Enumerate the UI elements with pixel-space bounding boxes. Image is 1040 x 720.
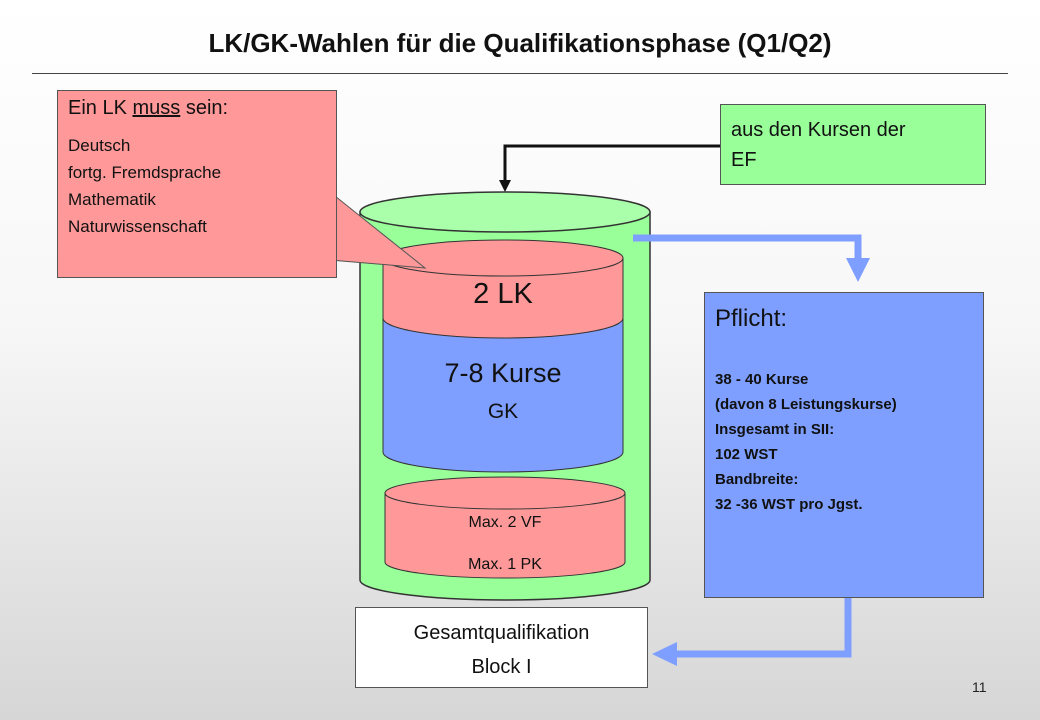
ef-arrow (499, 144, 720, 192)
lk-item: fortg. Fremdsprache (68, 163, 222, 182)
pflicht-line: 102 WST (715, 446, 778, 463)
ef-source-box: aus den Kursen der EF (720, 104, 986, 185)
vf-label: Max. 2 VF (469, 514, 542, 531)
pflicht-arrow (633, 234, 870, 282)
title-divider (32, 73, 1008, 74)
gesamtqualifikation-box: Gesamtqualifikation Block I (355, 607, 648, 688)
lk-callout-box: Ein LK muss sein: Deutsch fortg. Fremdsp… (57, 90, 337, 278)
lk-callout-heading: Ein LK muss sein: (68, 97, 326, 120)
page-title: LK/GK-Wahlen für die Qualifikationsphase… (208, 28, 832, 58)
pflicht-line: (davon 8 Leistungskurse) (715, 396, 897, 413)
pflicht-line: Insgesamt in SII: (715, 421, 835, 438)
gesamt-line: Block I (471, 656, 532, 678)
vf-pk-cylinder (384, 476, 626, 579)
pflicht-line: 32 -36 WST pro Jgst. (715, 496, 863, 513)
lk-item: Deutsch (68, 136, 131, 155)
ef-line: EF (731, 149, 757, 171)
gesamt-line: Gesamtqualifikation (413, 622, 590, 644)
lk-item: Naturwissenschaft (68, 217, 207, 236)
lk-cylinder (382, 239, 624, 339)
gk-cylinder (382, 317, 624, 473)
pflicht-line: 38 - 40 Kurse (715, 371, 809, 388)
lk-item: Mathematik (68, 190, 156, 209)
pflicht-heading: Pflicht: (715, 305, 788, 332)
gk-sublabel: GK (488, 400, 518, 423)
page-number: 11 (972, 679, 987, 695)
pk-label: Max. 1 PK (468, 556, 542, 573)
ef-line: aus den Kursen der (731, 119, 906, 141)
lk-heading-suffix: sein: (180, 97, 229, 119)
pflicht-box: Pflicht: 38 - 40 Kurse (davon 8 Leistung… (704, 292, 984, 598)
lk-heading-prefix: Ein LK (68, 97, 133, 119)
gk-label: 7-8 Kurse (444, 358, 561, 388)
lk-label: 2 LK (473, 278, 533, 310)
pflicht-line: Bandbreite: (715, 471, 799, 488)
lk-heading-underlined: muss (132, 97, 181, 119)
gesamt-arrow (652, 598, 852, 666)
